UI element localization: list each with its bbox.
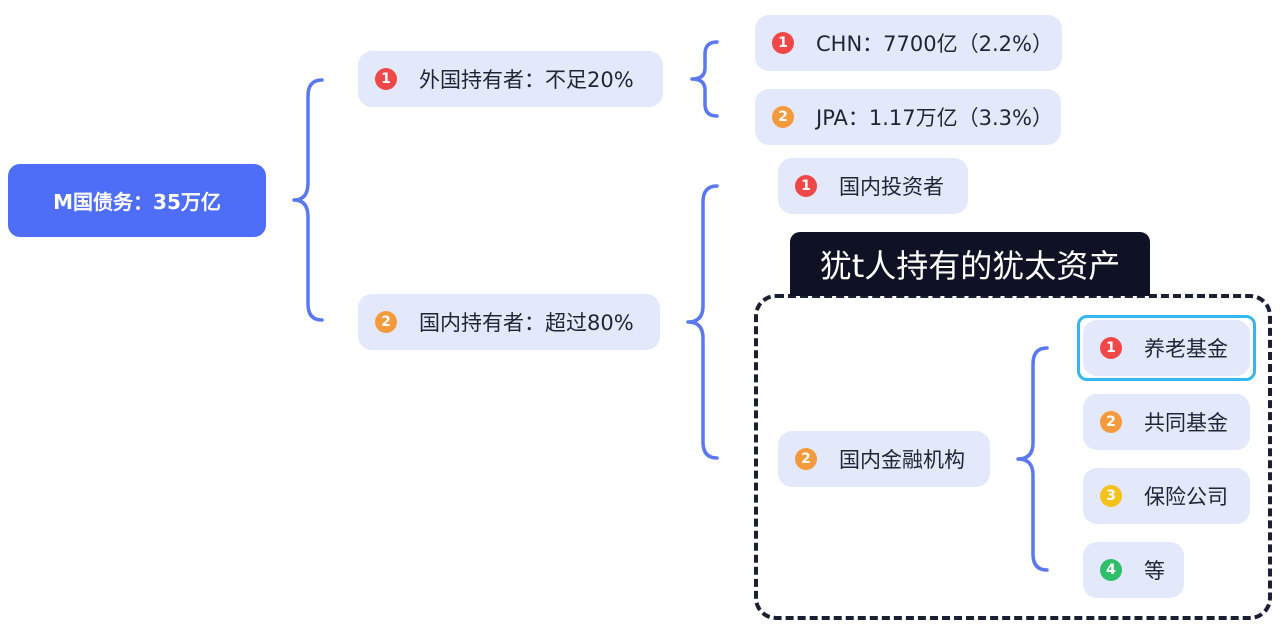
dashed-group-box	[754, 294, 1272, 620]
number-badge: 2	[375, 311, 397, 333]
jpa-node[interactable]: 2 JPA：1.17万亿（3.3%）	[755, 89, 1061, 145]
jpa-label: JPA：1.17万亿（3.3%）	[816, 106, 1053, 130]
foreign-holders-node[interactable]: 1 外国持有者：不足20%	[358, 51, 663, 107]
number-badge: 2	[1100, 411, 1122, 433]
foreign-holders-label: 外国持有者：不足20%	[419, 68, 634, 92]
etc-node[interactable]: 4 等	[1083, 542, 1184, 598]
etc-label: 等	[1144, 559, 1165, 583]
number-badge: 2	[795, 448, 817, 470]
number-badge: 1	[1100, 337, 1122, 359]
root-node[interactable]: M国债务：35万亿	[8, 164, 266, 237]
number-badge: 1	[375, 68, 397, 90]
institutions-brace	[1016, 346, 1049, 572]
domestic-investors-label: 国内投资者	[839, 175, 944, 199]
mutual-fund-label: 共同基金	[1144, 411, 1228, 435]
domestic-holders-node[interactable]: 2 国内持有者：超过80%	[358, 294, 660, 350]
root-brace	[292, 78, 324, 322]
foreign-brace	[690, 40, 719, 118]
domestic-institutions-label: 国内金融机构	[839, 448, 965, 472]
group-banner-label: 犹t人持有的犹太资产	[819, 247, 1121, 285]
domestic-holders-label: 国内持有者：超过80%	[419, 311, 634, 335]
chn-label: CHN：7700亿（2.2%）	[816, 32, 1053, 56]
domestic-investors-node[interactable]: 1 国内投资者	[778, 158, 968, 214]
insurance-company-node[interactable]: 3 保险公司	[1083, 468, 1250, 524]
number-badge: 2	[772, 106, 794, 128]
domestic-institutions-node[interactable]: 2 国内金融机构	[778, 431, 990, 487]
selection-highlight	[1077, 315, 1256, 381]
pension-fund-node[interactable]: 1 养老基金	[1083, 320, 1250, 376]
number-badge: 4	[1100, 559, 1122, 581]
chn-node[interactable]: 1 CHN：7700亿（2.2%）	[755, 15, 1062, 71]
number-badge: 1	[772, 32, 794, 54]
number-badge: 1	[795, 175, 817, 197]
domestic-brace	[686, 184, 719, 460]
pension-fund-label: 养老基金	[1144, 337, 1228, 361]
number-badge: 3	[1100, 485, 1122, 507]
insurance-company-label: 保险公司	[1144, 485, 1228, 509]
mutual-fund-node[interactable]: 2 共同基金	[1083, 394, 1250, 450]
root-label: M国债务：35万亿	[53, 190, 221, 214]
group-banner: 犹t人持有的犹太资产	[790, 232, 1150, 296]
